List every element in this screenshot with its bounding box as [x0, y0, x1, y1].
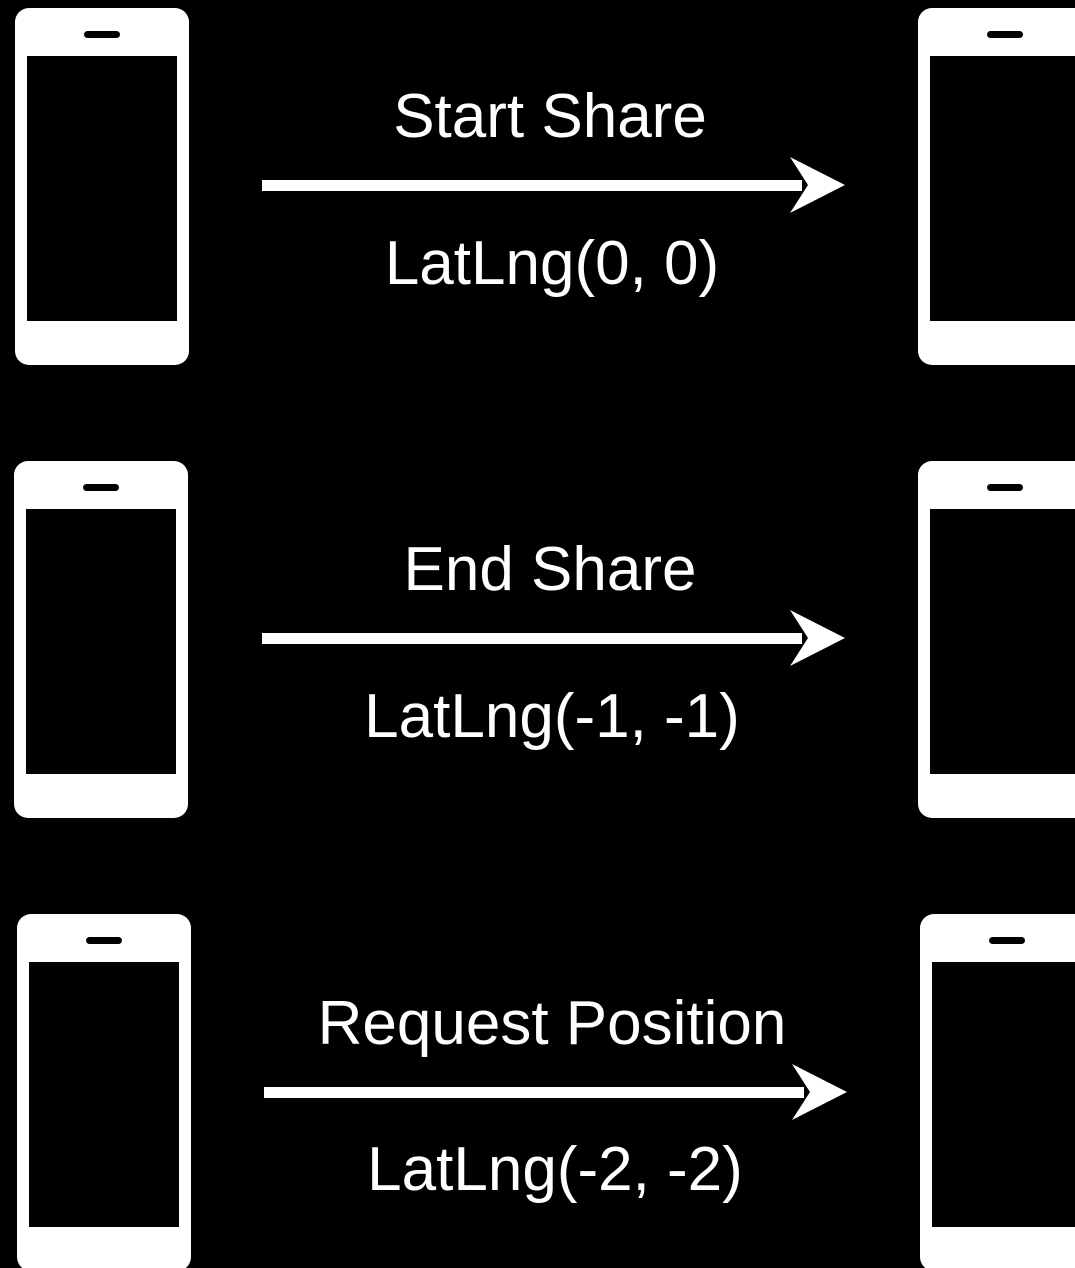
- sender-phone-icon: [14, 461, 188, 818]
- arrow-right-icon: [264, 1064, 847, 1120]
- payload-label-request-position: LatLng(-2, -2): [367, 1135, 743, 1204]
- row-request-position: [17, 914, 1075, 1268]
- message-label-request-position: Request Position: [317, 989, 787, 1058]
- receiver-phone-icon: [918, 461, 1075, 818]
- receiver-phone-icon: [918, 8, 1075, 365]
- sender-phone-icon: [17, 914, 191, 1268]
- arrow-right-icon: [262, 610, 845, 666]
- payload-label-end-share: LatLng(-1, -1): [364, 682, 740, 751]
- row-start-share: [15, 8, 1075, 365]
- payload-label-start-share: LatLng(0, 0): [384, 229, 720, 298]
- message-label-end-share: End Share: [403, 535, 697, 604]
- row-end-share: [14, 461, 1075, 818]
- sender-phone-icon: [15, 8, 189, 365]
- message-label-start-share: Start Share: [393, 82, 707, 151]
- arrow-right-icon: [262, 157, 845, 213]
- receiver-phone-icon: [920, 914, 1075, 1268]
